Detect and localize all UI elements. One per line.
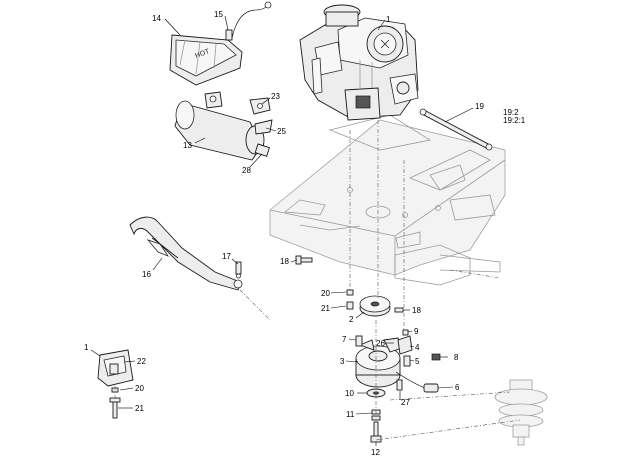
callout-1-inset: 1 [84,343,89,352]
electric-clutch [355,337,403,388]
pivot-shaft [419,108,493,151]
clutch-washer-27 [396,379,403,391]
callout-9: 9 [414,327,419,336]
callout-15: 15 [214,10,223,19]
callout-20: 20 [321,289,330,298]
mower-frame [269,114,506,286]
callout-5: 5 [415,357,420,366]
callout-27: 27 [401,398,410,407]
callout-18-upper: 18 [280,257,289,266]
leader-lines [90,15,474,446]
callout-1-engine: 1 [386,15,391,24]
clutch-stop [397,329,413,355]
callout-10: 10 [345,389,354,398]
hot-warning-label: HOT [194,48,211,60]
clutch-bolt-7 [355,335,363,347]
pulley [359,295,391,317]
callout-17: 17 [222,252,231,261]
clutch-spacer [403,355,411,367]
callout-2: 2 [349,315,354,324]
callout-21: 21 [321,304,330,313]
callout-8: 8 [454,353,459,362]
callout-6: 6 [455,383,460,392]
engine [299,4,419,121]
heat-shield: HOT [169,34,243,86]
callout-7: 7 [342,335,347,344]
temperature-sensor [225,1,272,41]
clutch-bolt-stack [370,409,382,443]
callout-26: 26 [376,339,385,348]
callout-23: 23 [271,92,280,101]
callout-16: 16 [142,270,151,279]
brake-handle [129,216,243,291]
callout-12: 12 [371,448,380,457]
callout-11: 11 [346,410,355,419]
deck-spindle [494,379,548,446]
muffler [174,91,270,161]
callout-28: 28 [242,166,251,175]
callout-22: 22 [137,357,146,366]
callout-13: 13 [183,141,192,150]
callout-3: 3 [340,357,345,366]
callout-20-inset: 20 [135,384,144,393]
callout-19: 19 [475,102,484,111]
callout-19-2-1: 19:2:1 [503,116,526,125]
callout-18-lower: 18 [412,306,421,315]
nut-21 [346,301,354,310]
bolt-18-upper [295,255,313,265]
callout-14: 14 [152,14,161,23]
spring-pin [235,261,242,279]
callout-25: 25 [277,127,286,136]
callout-19-2: 19:2 [503,108,519,117]
bolt-18-lower [394,307,404,313]
callout-21-inset: 21 [135,404,144,413]
washer-20 [346,289,354,296]
alignment-lines [114,120,521,441]
bolt-8 [431,353,441,361]
inset-engine-detail [97,349,134,419]
callout-4: 4 [415,343,420,352]
